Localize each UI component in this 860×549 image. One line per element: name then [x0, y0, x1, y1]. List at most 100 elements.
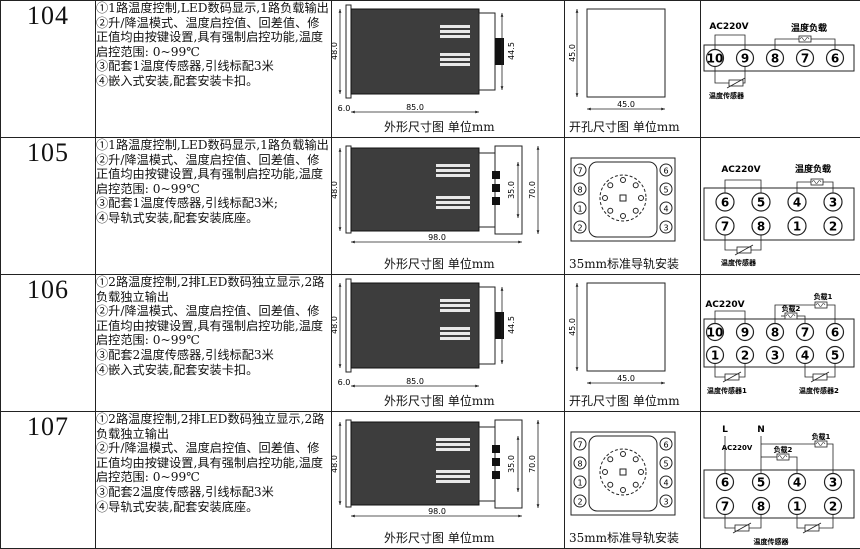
dimension-arrowhead [339, 501, 342, 505]
drawing-caption: 外形尺寸图 单位mm [384, 118, 495, 135]
dimension-arrowhead [339, 90, 342, 94]
wiring-terminal-label: 10 [707, 326, 724, 340]
dimension-arrowhead [351, 111, 355, 114]
live-label: L [722, 425, 728, 435]
clip [492, 184, 500, 192]
pin-hole [621, 488, 626, 493]
wiring-terminal-label: 6 [721, 476, 729, 490]
feature-line: ②升/降温模式、温度启控值、回差值、修正值均由按键设置,具有强制启控功能,温度启… [96, 153, 331, 197]
socket-terminal-label: 8 [577, 186, 582, 195]
load2-coil [777, 454, 789, 460]
depth-dimension-label: 70.0 [528, 181, 537, 199]
socket-terminal-label: 4 [663, 205, 668, 214]
pin-hole [621, 178, 626, 183]
wiring-terminal-label: 4 [793, 476, 801, 490]
pin-hole [639, 470, 644, 475]
wiring-terminal-label: 2 [829, 220, 837, 234]
housing-body [351, 148, 479, 231]
dimension-arrowhead [339, 9, 342, 13]
cutout-height-label: 45.0 [568, 44, 577, 62]
wiring-terminal-label: 5 [757, 476, 765, 490]
vent-slot [436, 164, 470, 167]
width-dimension-label: 85.0 [406, 377, 424, 386]
load2-label: 负载2 [774, 445, 793, 454]
base-dimension-label: 35.0 [507, 181, 516, 199]
load2-coil [785, 313, 797, 319]
cutout-width-label: 45.0 [617, 374, 635, 383]
wiring-terminal-label: 10 [707, 52, 724, 66]
vent-slot [440, 332, 470, 335]
drawing-caption: 外形尺寸图 单位mm [384, 255, 495, 272]
dimension-arrowhead [351, 385, 355, 388]
housing-body [351, 9, 479, 94]
dimension-arrowhead [351, 515, 355, 518]
vent-slot [440, 304, 470, 307]
vent-slot [436, 196, 470, 199]
height-dimension-label: 48.0 [332, 316, 339, 334]
wiring-terminal-label: 3 [829, 476, 837, 490]
socket-terminal-label: 7 [577, 441, 582, 450]
wiring-terminal-label: 1 [793, 500, 801, 514]
vent-slot [440, 25, 470, 28]
key-slot [620, 469, 626, 475]
dimension-arrowhead [537, 504, 540, 508]
wiring-terminal-label: 7 [721, 220, 729, 234]
feature-line: ③配套1温度传感器,引线标配3米; [96, 196, 331, 211]
vent-slot [440, 35, 470, 38]
vent-slot [436, 201, 470, 204]
model-number-text: 105 [27, 138, 69, 167]
sensor2-label: 温度传感器2 [799, 386, 839, 395]
model-number: 107 [1, 412, 96, 549]
load1-coil [815, 302, 827, 308]
dimension-arrowhead [339, 422, 342, 426]
vent-slot [436, 443, 470, 446]
feature-line: ④嵌入式安装,配套安装卡扣。 [96, 363, 331, 378]
load-coil [811, 179, 823, 185]
socket-terminal-label: 7 [577, 167, 582, 176]
panel-dimension-label: 44.5 [507, 42, 516, 60]
pin-hole [608, 457, 613, 462]
vent-slot [440, 63, 470, 66]
feature-line: ②升/降温模式、温度启控值、回差值、修正值均由按键设置,具有强制启控功能,温度启… [96, 304, 331, 348]
dimension-arrowhead [537, 230, 540, 234]
rear-housing [479, 13, 495, 90]
front-bezel [346, 146, 351, 233]
wiring-terminal-label: 7 [801, 52, 809, 66]
dimension-arrowhead [661, 382, 665, 385]
dimension-arrowhead [587, 382, 591, 385]
dimension-arrowhead [339, 364, 342, 368]
socket-terminal-label: 1 [577, 205, 582, 214]
dimension-arrowhead [518, 515, 522, 518]
wiring-terminal-label: 5 [757, 196, 765, 210]
base-dimension-label: 35.0 [507, 455, 516, 473]
wiring-terminal-label: 6 [831, 326, 839, 340]
vent-slot [436, 206, 470, 209]
socket-terminal-label: 3 [663, 498, 668, 507]
pin-hole [633, 482, 638, 487]
wiring-terminal-label: 8 [771, 326, 779, 340]
housing-body [351, 283, 479, 368]
dimension-arrowhead [501, 86, 504, 90]
socket-terminal-label: 5 [663, 186, 668, 195]
height-dimension-label: 48.0 [332, 455, 339, 473]
sensor-label: 温度传感器 [721, 258, 757, 267]
socket-terminal-label: 5 [663, 460, 668, 469]
vent-slot [436, 475, 470, 478]
model-number: 104 [1, 1, 96, 138]
dimension-arrowhead [501, 13, 504, 17]
cutout-width-label: 45.0 [617, 100, 635, 109]
terminal-block [495, 312, 504, 339]
wiring-terminal-label: 1 [793, 220, 801, 234]
wiring-terminal-label: 9 [741, 326, 749, 340]
wiring-terminal-label: 6 [831, 52, 839, 66]
pin-hole [603, 196, 608, 201]
